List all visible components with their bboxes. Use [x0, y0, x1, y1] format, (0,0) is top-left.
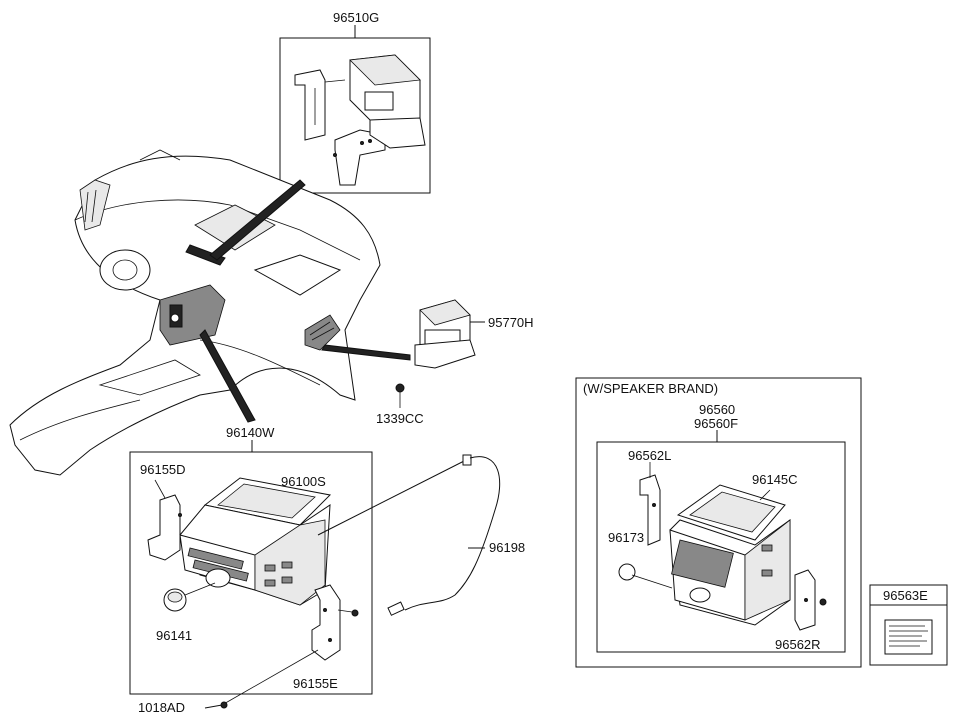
label-96560: 96560	[699, 402, 735, 417]
dashboard-illustration	[9, 149, 381, 476]
bracket-assembly-box	[279, 25, 431, 194]
speaker-brand-box	[575, 377, 862, 668]
label-1339cc: 1339CC	[376, 411, 424, 426]
label-96510g: 96510G	[333, 10, 379, 25]
label-96562l: 96562L	[628, 448, 671, 463]
label-96560f: 96560F	[694, 416, 738, 431]
label-96100s: 96100S	[281, 474, 326, 489]
label-sticker-box	[869, 584, 948, 666]
label-1018ad: 1018AD	[138, 700, 185, 715]
label-96140w: 96140W	[226, 425, 275, 440]
module-95770h	[395, 299, 485, 408]
label-95770h: 95770H	[488, 315, 534, 330]
speaker-brand-title: (W/SPEAKER BRAND)	[583, 381, 718, 396]
audio-unit-box	[129, 440, 471, 709]
label-96563e: 96563E	[883, 588, 928, 603]
label-96155e: 96155E	[293, 676, 338, 691]
label-96141: 96141	[156, 628, 192, 643]
label-96562r: 96562R	[775, 637, 821, 652]
label-96155d: 96155D	[140, 462, 186, 477]
label-96145c: 96145C	[752, 472, 798, 487]
label-96173: 96173	[608, 530, 644, 545]
antenna-cable	[387, 454, 501, 616]
label-96198: 96198	[489, 540, 525, 555]
